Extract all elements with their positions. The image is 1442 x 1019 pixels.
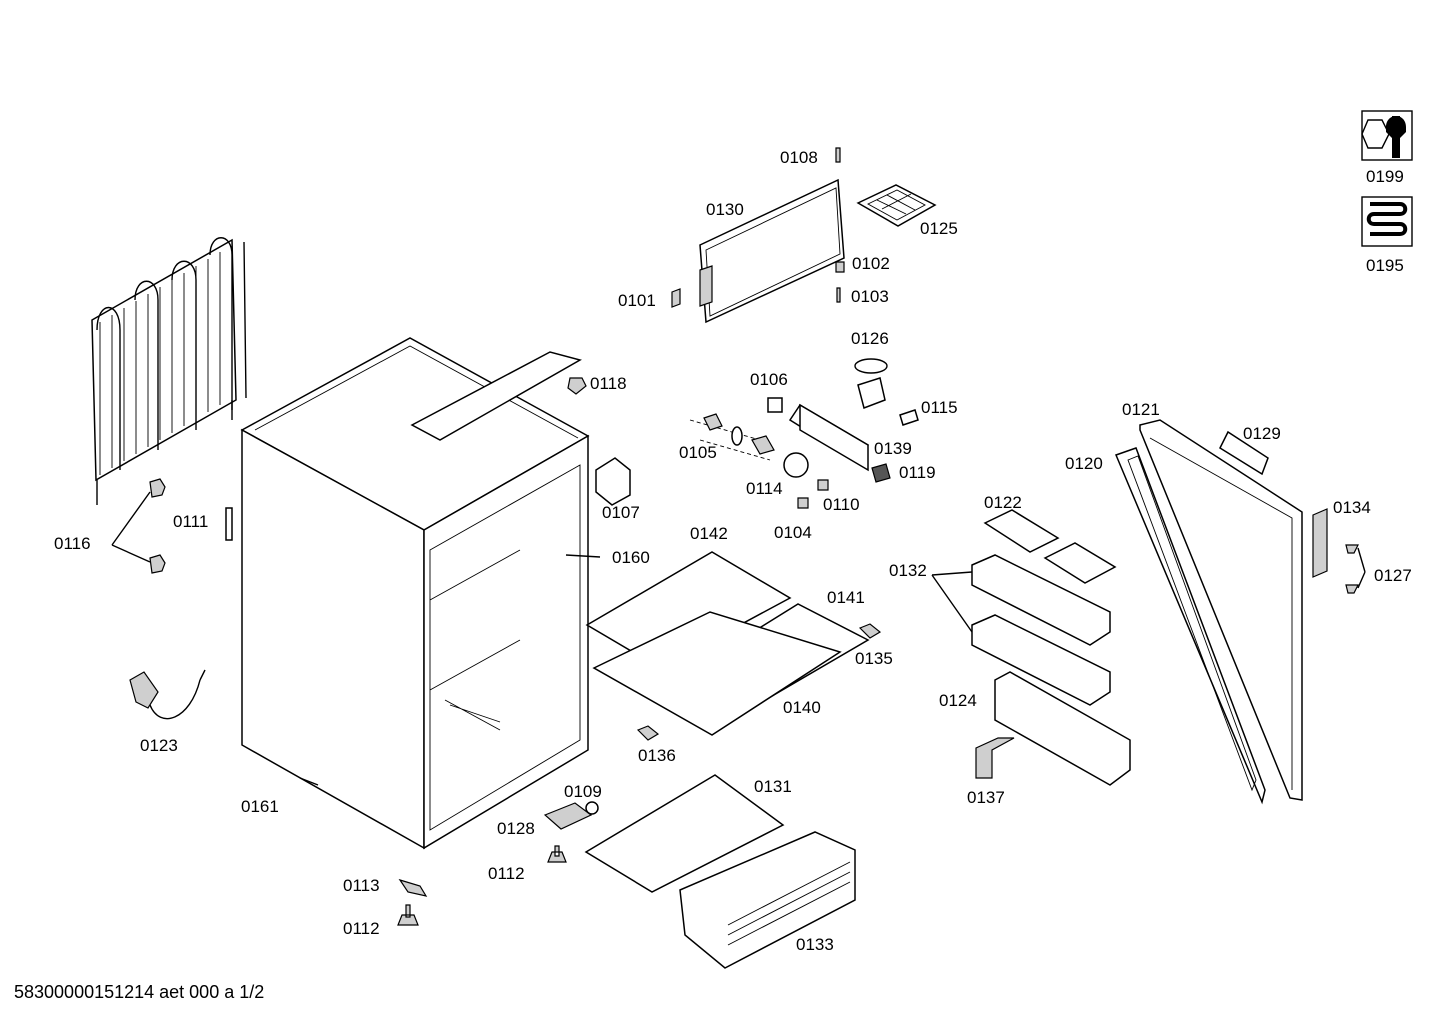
coil-clip-lower [149, 554, 166, 574]
part-label-0104: 0104 [774, 523, 812, 542]
part-label-0105: 0105 [679, 443, 717, 462]
part-label-0123: 0123 [140, 736, 178, 755]
label-plate [767, 397, 783, 413]
part-label-0128: 0128 [497, 819, 535, 838]
door-shelf-upper [971, 554, 1111, 646]
part-label-0108: 0108 [780, 148, 818, 167]
refrigerator-door [1139, 419, 1303, 801]
egg-tray [983, 509, 1117, 584]
part-label-0118: 0118 [590, 374, 627, 393]
part-label-0140: 0140 [783, 698, 821, 717]
lamp-socket [703, 413, 723, 431]
power-cord [129, 669, 206, 720]
part-label-0134: 0134 [1333, 498, 1371, 517]
control-knob [783, 452, 809, 478]
door-pin [835, 147, 841, 163]
document-id: 58300000151214 aet 000 a 1/2 [14, 982, 265, 1002]
part-label-0125: 0125 [920, 219, 958, 238]
part-label-0106: 0106 [750, 370, 788, 389]
part-label-0137: 0137 [967, 788, 1005, 807]
part-label-0142: 0142 [690, 524, 728, 543]
adjustable-foot-right [547, 845, 567, 863]
drain-plug [225, 507, 233, 541]
door-hinge [1312, 508, 1328, 578]
part-label-0112-right: 0112 [488, 864, 525, 883]
door-liner [1114, 447, 1266, 805]
lamp-bulb [751, 435, 775, 455]
washer [585, 801, 599, 815]
door-catch [671, 288, 681, 308]
part-label-0116: 0116 [54, 534, 91, 553]
lamp-ring [731, 426, 743, 446]
part-label-0135: 0135 [855, 649, 893, 668]
service-icon-label-0199: 0199 [1366, 167, 1404, 186]
part-label-0129: 0129 [1243, 424, 1281, 443]
catch-screw [836, 287, 841, 303]
part-label-0119: 0119 [899, 463, 936, 482]
part-label-0139: 0139 [874, 439, 912, 458]
door-shelf-lower [971, 614, 1111, 706]
part-label-0110: 0110 [823, 495, 860, 514]
part-label-0126: 0126 [851, 329, 889, 348]
part-label-0114: 0114 [746, 479, 783, 498]
switch-cap [797, 497, 809, 509]
vegetable-crisper-drawer [679, 831, 856, 969]
condenser-coil [91, 237, 247, 505]
bottom-hinge [543, 802, 593, 830]
lamp-cover [899, 409, 919, 426]
part-label-0132: 0132 [889, 561, 927, 580]
cabinet [240, 337, 590, 850]
shelf-support-left [636, 725, 660, 741]
part-label-0136: 0136 [638, 746, 676, 765]
crisper-cover [584, 774, 785, 893]
part-label-0141: 0141 [827, 588, 865, 607]
ice-cube-tray [856, 184, 937, 227]
hinge-pin [567, 377, 587, 395]
part-label-0130: 0130 [706, 200, 744, 219]
part-label-0109: 0109 [564, 782, 602, 801]
control-housing [788, 403, 869, 472]
part-label-0107: 0107 [602, 503, 640, 522]
part-label-0112-left: 0112 [343, 919, 380, 938]
coil-clip-upper [149, 478, 166, 498]
thermostat [857, 377, 886, 409]
bottle-shelf [994, 671, 1131, 786]
part-label-0102: 0102 [852, 254, 890, 273]
part-label-0111: 0111 [173, 512, 209, 531]
freezer-compartment-door [699, 178, 845, 324]
service-icon-label-0195: 0195 [1366, 256, 1404, 275]
part-label-0121: 0121 [1122, 400, 1160, 419]
part-label-0124: 0124 [939, 691, 977, 710]
refrigerant-coil-icon [1361, 196, 1413, 247]
hinge-screws [1345, 544, 1359, 594]
part-label-0133: 0133 [796, 935, 834, 954]
thermostat-capillary [854, 358, 888, 374]
catch-latch [835, 261, 845, 273]
wrench-nut-icon [1361, 110, 1413, 161]
part-label-0122: 0122 [984, 493, 1022, 512]
adjustable-foot-left [397, 904, 419, 926]
part-label-0101: 0101 [618, 291, 656, 310]
glass-shelf-0140 [592, 611, 842, 736]
light-switch-button [817, 479, 829, 491]
part-label-0127: 0127 [1374, 566, 1412, 585]
part-label-0120: 0120 [1065, 454, 1103, 473]
part-label-0103: 0103 [851, 287, 889, 306]
part-label-0161: 0161 [241, 797, 279, 816]
top-hinge-bracket [410, 351, 582, 441]
bottle-retainer [975, 737, 1015, 779]
label [1219, 430, 1269, 476]
part-label-0131: 0131 [754, 777, 792, 796]
part-label-0115: 0115 [921, 398, 958, 417]
switch [871, 463, 891, 483]
foot-bracket [398, 878, 428, 897]
part-label-0160: 0160 [612, 548, 650, 567]
shelf-support-right [858, 623, 882, 639]
junction-box [595, 457, 631, 506]
part-label-0113: 0113 [343, 876, 380, 895]
